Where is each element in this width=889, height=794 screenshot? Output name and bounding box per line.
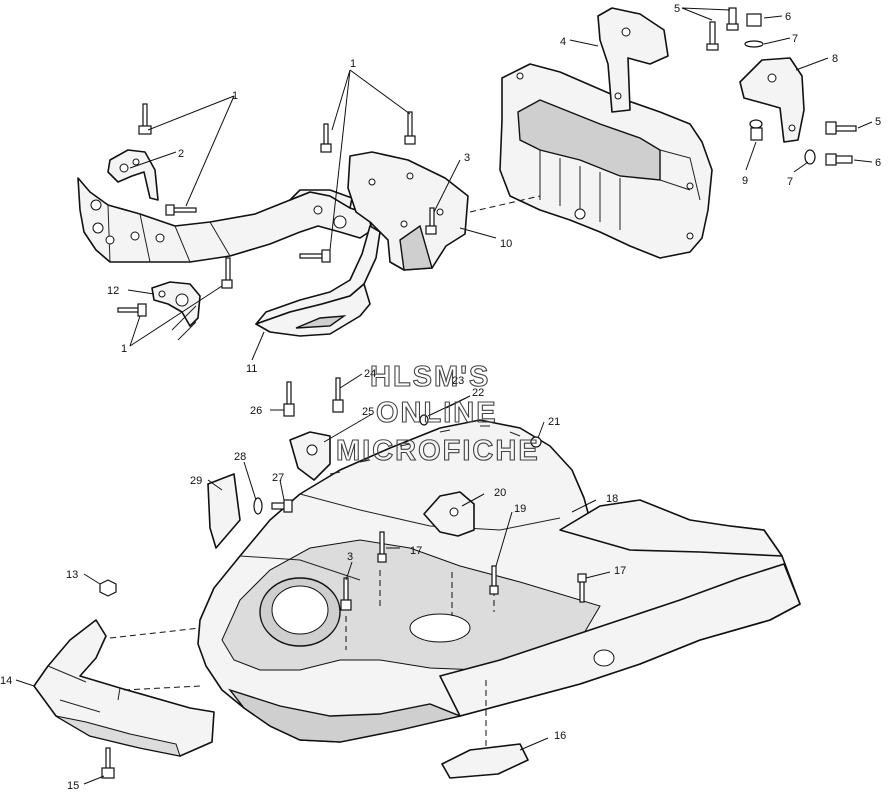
mount-bracket-part-4 [597, 7, 669, 113]
callout-22: 22 [472, 387, 484, 399]
callout-3-a: 3 [464, 152, 470, 164]
callout-7-a: 7 [792, 33, 798, 45]
callout-1-a: 1 [232, 90, 238, 102]
side-plate-part-29 [207, 473, 241, 549]
callout-8: 8 [832, 53, 838, 65]
callout-5-b: 5 [875, 116, 881, 128]
callout-21: 21 [548, 416, 560, 428]
callout-12: 12 [107, 285, 119, 297]
callout-28: 28 [234, 451, 246, 463]
lower-support-arm-part-11 [255, 225, 381, 337]
callout-7-b: 7 [787, 176, 793, 188]
bolt-part-27 [271, 499, 293, 513]
callout-6-b: 6 [875, 157, 881, 169]
bolts-part-24-26 [283, 377, 587, 611]
callout-2: 2 [178, 148, 184, 160]
bracket-part-2 [107, 149, 159, 201]
callout-17-a: 17 [410, 545, 422, 557]
callout-10: 10 [500, 238, 512, 250]
watermark-line-3: MICROFICHE [336, 435, 540, 467]
callout-1-b: 1 [350, 58, 356, 70]
watermark-line-2: ONLINE [376, 397, 498, 429]
watermark: HLSM'S ONLINE MICROFICHE [335, 360, 540, 467]
washer-part-28 [253, 497, 263, 515]
callout-26: 26 [250, 405, 262, 417]
belly-pan-part-18 [197, 419, 801, 743]
callout-17-b: 17 [614, 565, 626, 577]
callout-4: 4 [560, 36, 566, 48]
front-frame-assembly [77, 177, 373, 263]
callout-3-b: 3 [347, 551, 353, 563]
callout-5-a: 5 [674, 3, 680, 15]
hardware-bolts-left [117, 103, 437, 317]
rear-chassis-frame [469, 63, 713, 259]
callout-6-a: 6 [785, 11, 791, 23]
callout-25: 25 [362, 406, 374, 418]
callout-29: 29 [190, 475, 202, 487]
callout-24: 24 [364, 368, 376, 380]
bolt-part-15 [101, 747, 115, 779]
callout-15: 15 [67, 780, 79, 792]
steering-support-plate [347, 151, 469, 271]
callout-19: 19 [514, 503, 526, 515]
callout-20: 20 [494, 487, 506, 499]
callout-9: 9 [742, 175, 748, 187]
mount-bracket-part-8 [739, 57, 805, 143]
bracket-part-12 [151, 281, 201, 341]
callout-18: 18 [606, 493, 618, 505]
front-bumper-part-14 [33, 619, 215, 757]
nut-part-13 [99, 579, 117, 597]
watermark-line-1: HLSM'S [370, 361, 490, 393]
callout-labels: 1 1 1 1 2 3 3 4 5 5 6 6 7 7 8 9 10 11 12… [0, 3, 881, 792]
leader-lines [15, 7, 873, 785]
hood-hinge-part-25 [289, 431, 331, 481]
latch-bracket-part-20 [423, 491, 475, 537]
callout-14: 14 [0, 675, 12, 687]
callout-23: 23 [452, 375, 464, 387]
callout-13: 13 [66, 569, 78, 581]
hardware-bolts-top [706, 7, 857, 166]
callout-27: 27 [272, 472, 284, 484]
callout-11: 11 [246, 363, 257, 375]
callout-1-c: 1 [121, 343, 127, 355]
skid-plate-part-16 [441, 680, 529, 779]
callout-16: 16 [554, 730, 566, 742]
